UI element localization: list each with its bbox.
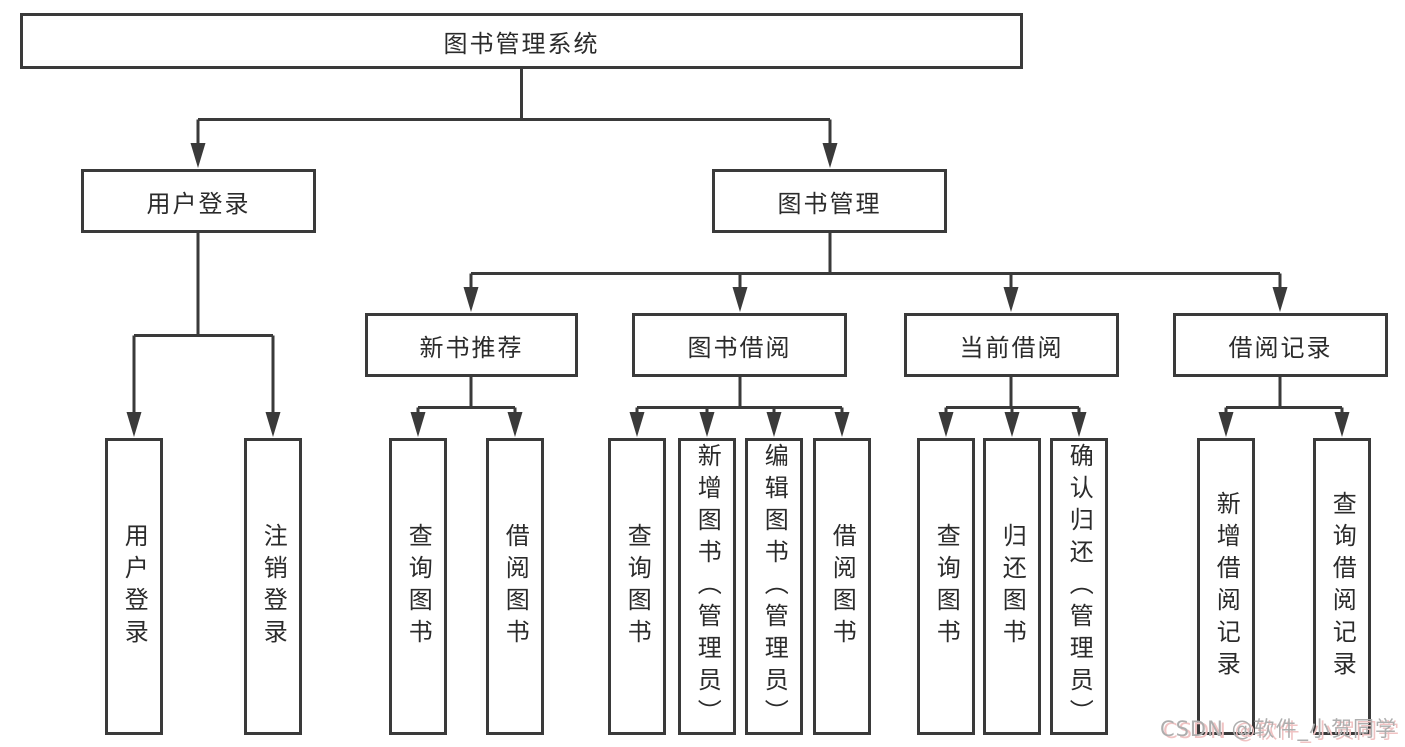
leaf-br-query-record: 查询借阅记录 bbox=[1313, 438, 1371, 735]
connector-user-login-to-leaves bbox=[132, 233, 275, 416]
leaf-br-add-record: 新增借阅记录 bbox=[1197, 438, 1255, 735]
leaf-bb-query-book: 查询图书 bbox=[608, 438, 666, 735]
leaf-nb-query-book-label: 查询图书 bbox=[404, 522, 433, 651]
node-book-borrow-label: 图书借阅 bbox=[687, 333, 792, 362]
leaf-cb-return-book: 归还图书 bbox=[983, 438, 1041, 735]
arrowheads bbox=[126, 143, 1350, 437]
leaf-bb-query-book-label: 查询图书 bbox=[623, 522, 652, 651]
node-book-management: 图书管理 bbox=[712, 169, 947, 233]
node-user-login: 用户登录 bbox=[81, 169, 316, 233]
node-book-management-label: 图书管理 bbox=[777, 189, 882, 218]
leaf-logout: 注销登录 bbox=[244, 438, 302, 735]
node-root: 图书管理系统 bbox=[20, 13, 1023, 69]
connector-new-book-to-leaves bbox=[416, 377, 517, 418]
leaf-br-query-record-label: 查询借阅记录 bbox=[1328, 490, 1357, 683]
node-user-login-label: 用户登录 bbox=[146, 189, 251, 218]
leaf-bb-add-book-admin-label: 新增图书（管理员） bbox=[693, 442, 722, 731]
node-borrow-records: 借阅记录 bbox=[1173, 313, 1388, 377]
node-root-label: 图书管理系统 bbox=[443, 29, 600, 58]
node-new-book-recommend: 新书推荐 bbox=[365, 313, 578, 377]
csdn-watermark: CSDN @软件_小贺同学 bbox=[1159, 717, 1397, 741]
leaf-user-login-label: 用户登录 bbox=[120, 522, 149, 651]
node-borrow-records-label: 借阅记录 bbox=[1228, 333, 1333, 362]
node-new-book-recommend-label: 新书推荐 bbox=[419, 333, 524, 362]
node-current-borrow: 当前借阅 bbox=[904, 313, 1119, 377]
node-current-borrow-label: 当前借阅 bbox=[959, 333, 1064, 362]
connector-current-borrow-to-leaves bbox=[944, 377, 1081, 418]
leaf-logout-label: 注销登录 bbox=[259, 522, 288, 651]
leaf-cb-confirm-return-admin: 确认归还（管理员） bbox=[1050, 438, 1108, 735]
leaf-bb-edit-book-admin-label: 编辑图书（管理员） bbox=[760, 442, 789, 731]
connector-book-borrow-to-leaves bbox=[635, 377, 844, 418]
leaf-cb-query-book-label: 查询图书 bbox=[932, 522, 961, 651]
leaf-user-login: 用户登录 bbox=[105, 438, 163, 735]
leaf-nb-borrow-book: 借阅图书 bbox=[486, 438, 544, 735]
node-book-borrow: 图书借阅 bbox=[632, 313, 847, 377]
leaf-bb-borrow-book: 借阅图书 bbox=[813, 438, 871, 735]
leaf-bb-edit-book-admin: 编辑图书（管理员） bbox=[745, 438, 803, 735]
leaf-cb-confirm-return-admin-label: 确认归还（管理员） bbox=[1065, 442, 1094, 731]
connector-borrow-records-to-leaves bbox=[1224, 377, 1344, 418]
leaf-nb-borrow-book-label: 借阅图书 bbox=[501, 522, 530, 651]
leaf-nb-query-book: 查询图书 bbox=[389, 438, 447, 735]
leaf-cb-query-book: 查询图书 bbox=[917, 438, 975, 735]
leaf-bb-borrow-book-label: 借阅图书 bbox=[828, 522, 857, 651]
leaf-br-add-record-label: 新增借阅记录 bbox=[1212, 490, 1241, 683]
connector-root-to-level2 bbox=[196, 69, 832, 148]
connector-book-management-to-level3 bbox=[469, 233, 1282, 292]
leaf-cb-return-book-label: 归还图书 bbox=[998, 522, 1027, 651]
leaf-bb-add-book-admin: 新增图书（管理员） bbox=[678, 438, 736, 735]
